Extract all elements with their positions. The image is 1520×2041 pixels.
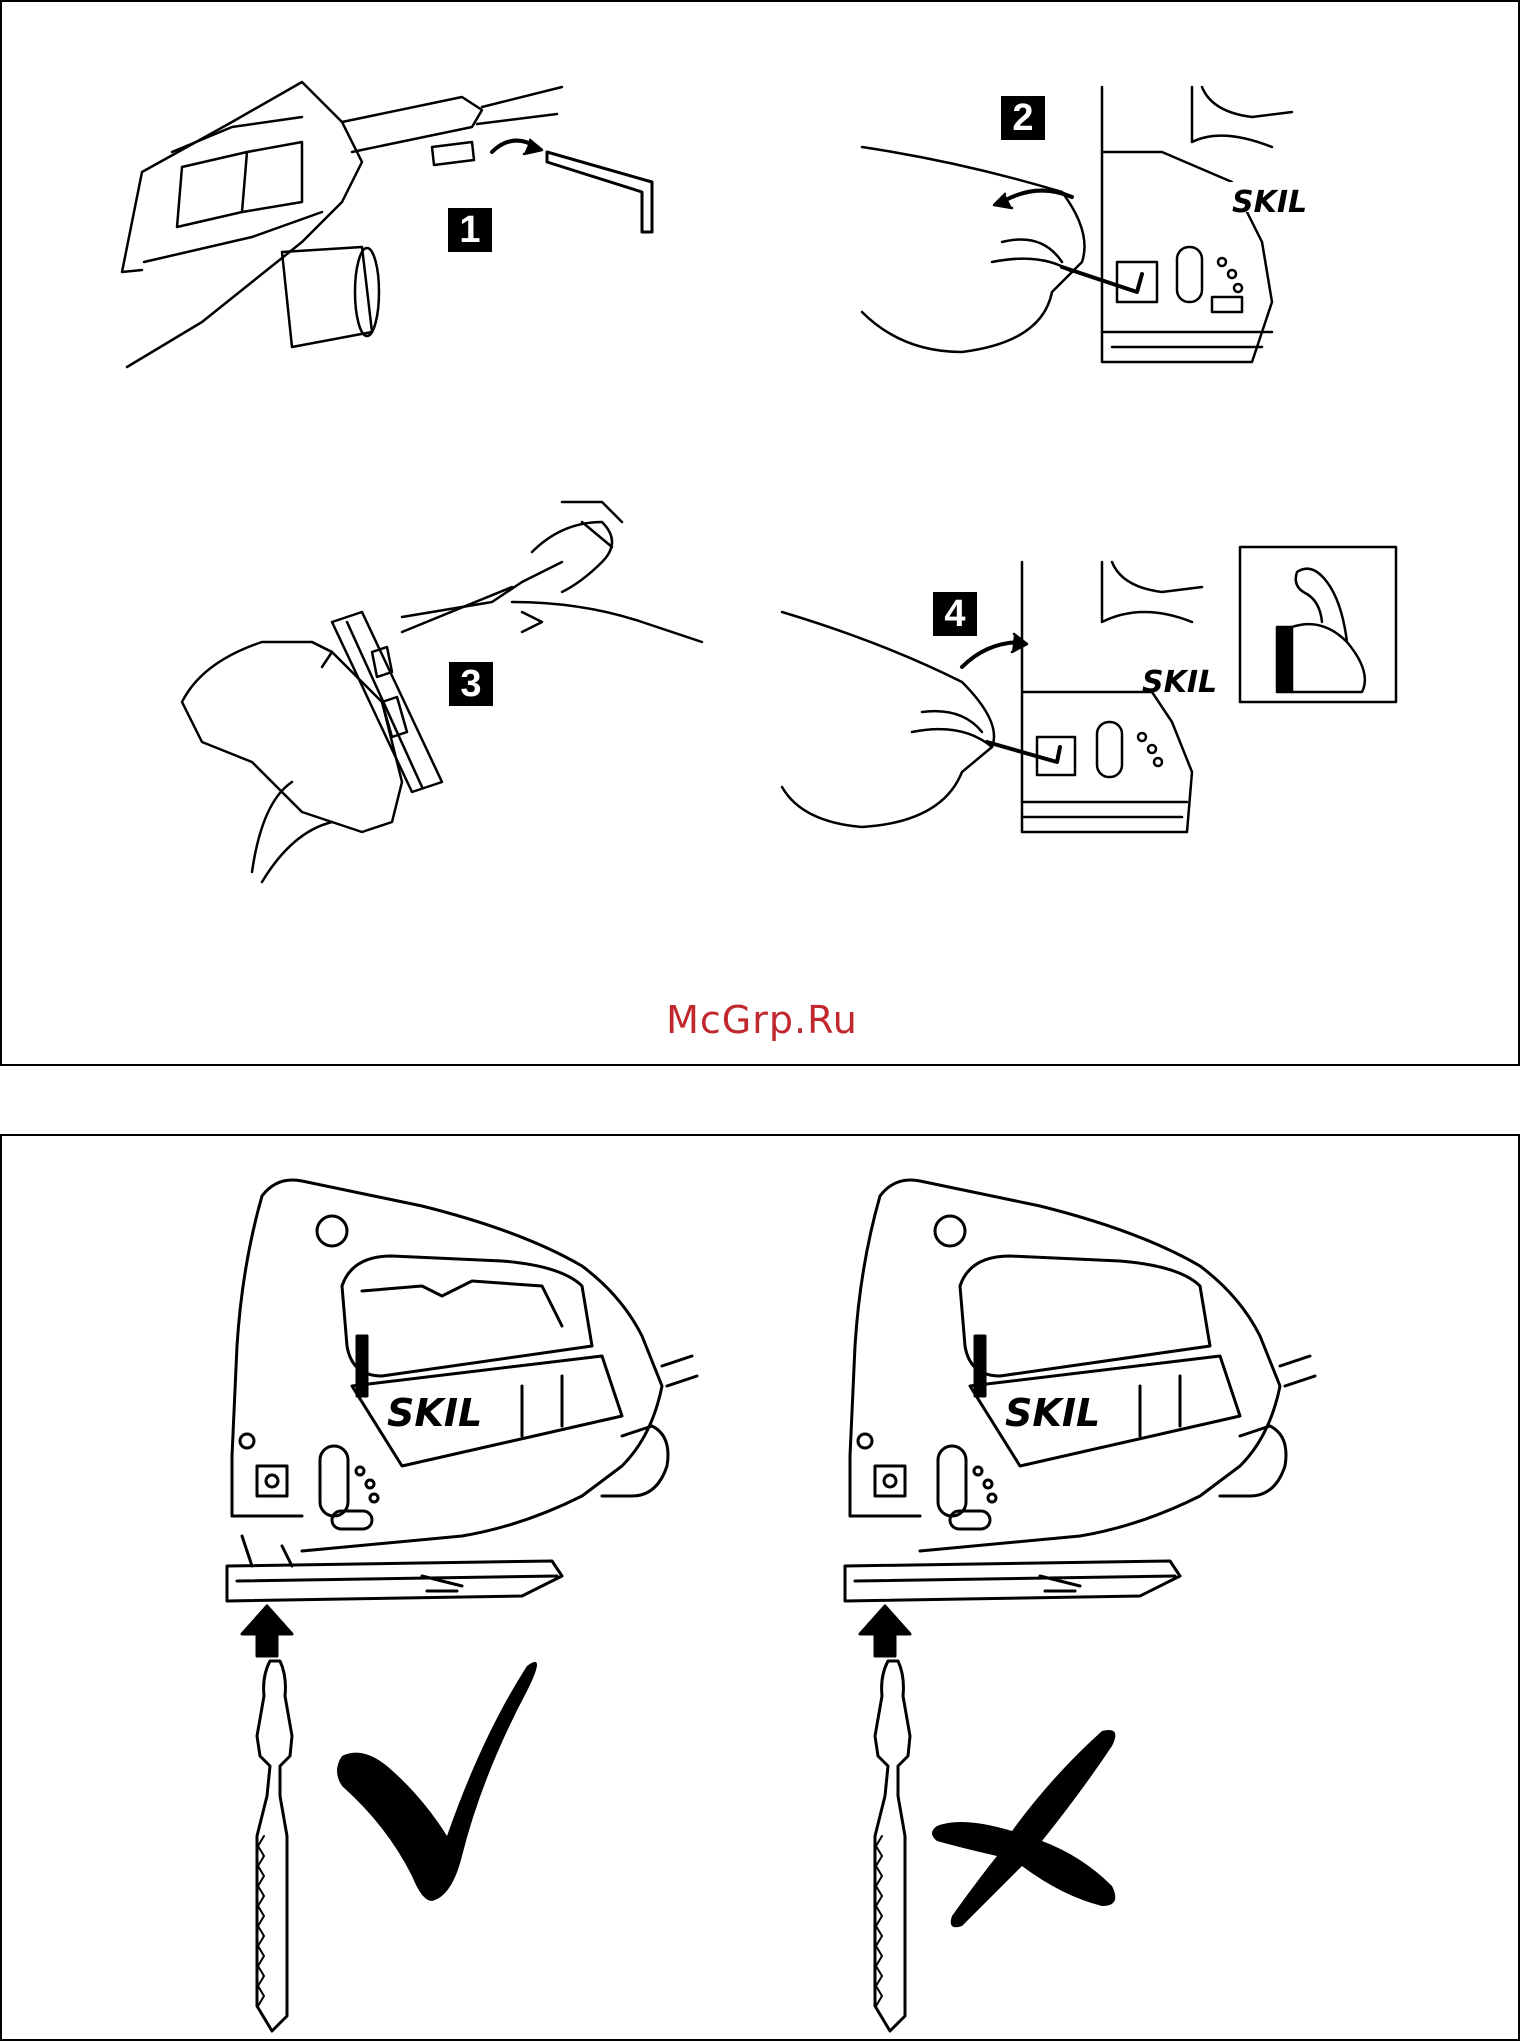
brand-logo-step4: SKIL: [1142, 665, 1217, 700]
strength-icon-box: [1240, 547, 1396, 702]
step-3-badge: 3: [449, 662, 493, 706]
step4-illustration: SKIL: [782, 562, 1217, 832]
jigsaw-left: SKIL: [227, 1180, 697, 1601]
blade-removal-steps-panel: SKIL: [0, 0, 1520, 1066]
brand-logo-step2: SKIL: [1232, 185, 1307, 220]
step1-illustration: [122, 82, 652, 367]
insert-arrow-left: [242, 1606, 292, 1656]
jigsaw-right: SKIL: [845, 1180, 1315, 1601]
brand-logo-left: SKIL: [387, 1391, 482, 1435]
blade-left-t-shank: [257, 1661, 292, 2031]
step3-illustration: [182, 502, 702, 882]
step-4-badge: 4: [933, 592, 977, 636]
cross-icon: [932, 1730, 1115, 1927]
insert-arrow-right: [860, 1606, 910, 1656]
brand-logo-right: SKIL: [1005, 1391, 1100, 1435]
watermark: McGrp.Ru: [2, 998, 1520, 1042]
step-1-badge: 1: [448, 208, 492, 252]
flexed-arm-icon: [1277, 569, 1365, 692]
step-2-badge: 2: [1001, 96, 1045, 140]
blade-right-u-shank: [875, 1661, 910, 2031]
checkmark-icon: [337, 1662, 537, 1901]
blade-compatibility-panel: SKIL SKIL: [0, 1134, 1520, 2041]
step2-illustration: SKIL: [862, 87, 1307, 362]
